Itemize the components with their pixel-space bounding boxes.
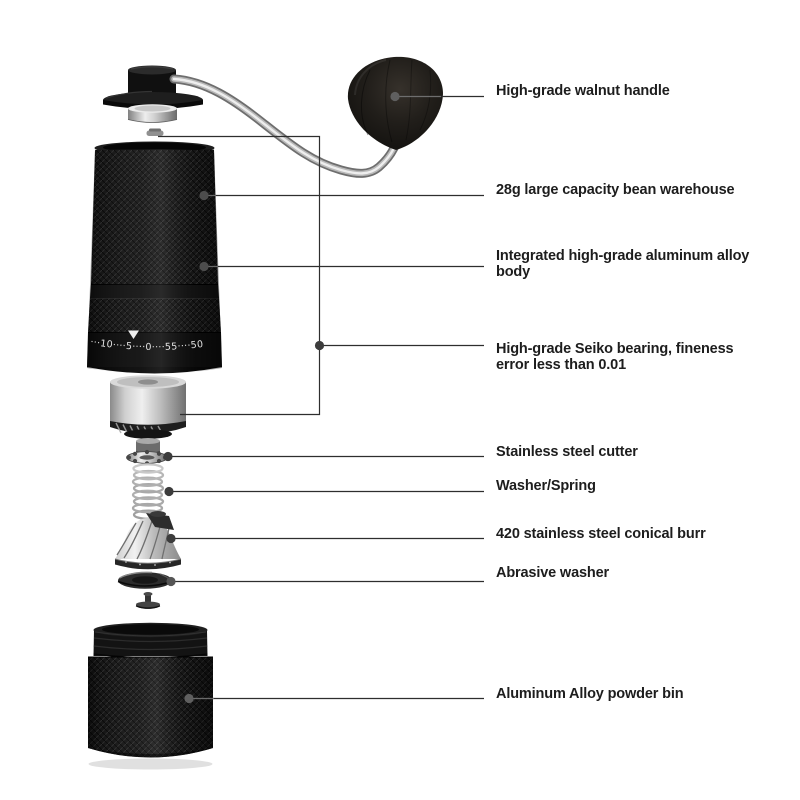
center-screw [135,592,161,609]
callout-label-bean-warehouse: 28g large capacity bean warehouse [496,182,735,198]
callout-label-walnut-handle: High-grade walnut handle [496,83,670,99]
callout-label-seiko-bearing: High-grade Seiko bearing, fineness error… [496,341,734,373]
callout-dot [166,533,176,544]
callout-dot [166,576,176,587]
callout-label-powder-bin: Aluminum Alloy powder bin [496,686,684,702]
spring [131,463,165,520]
walnut-handle [347,56,443,150]
top-cap-assembly [103,65,203,123]
callout-dot [314,340,325,351]
callout-label-abrasive-washer: Abrasive washer [496,565,610,581]
axle-screw [146,130,164,136]
dial-marker-triangle [128,330,139,339]
bearing-assembly [110,375,186,439]
powder-bin [88,622,213,770]
stainless-cutter [126,438,168,466]
callout-label-aluminum-body: Integrated high-grade aluminum alloy bod… [496,248,750,280]
grinder-body: ···10····5····0····55····50 [87,128,222,374]
conical-burr [114,511,182,570]
callout-dot [199,190,209,201]
callout-dots [163,91,400,704]
callout-label-conical-burr: 420 stainless steel conical burr [496,526,706,542]
callout-dot [184,693,194,704]
callout-line-seiko-bearing-path [158,135,321,416]
callout-dot [163,451,173,462]
callout-lines [158,95,484,700]
callout-dot [390,91,400,102]
callout-dot [199,261,209,272]
callout-dot [164,486,174,497]
callout-label-cutter: Stainless steel cutter [496,444,638,460]
abrasive-washer [117,571,173,589]
callout-label-washer-spring: Washer/Spring [496,478,596,494]
crank-arm [169,74,399,178]
